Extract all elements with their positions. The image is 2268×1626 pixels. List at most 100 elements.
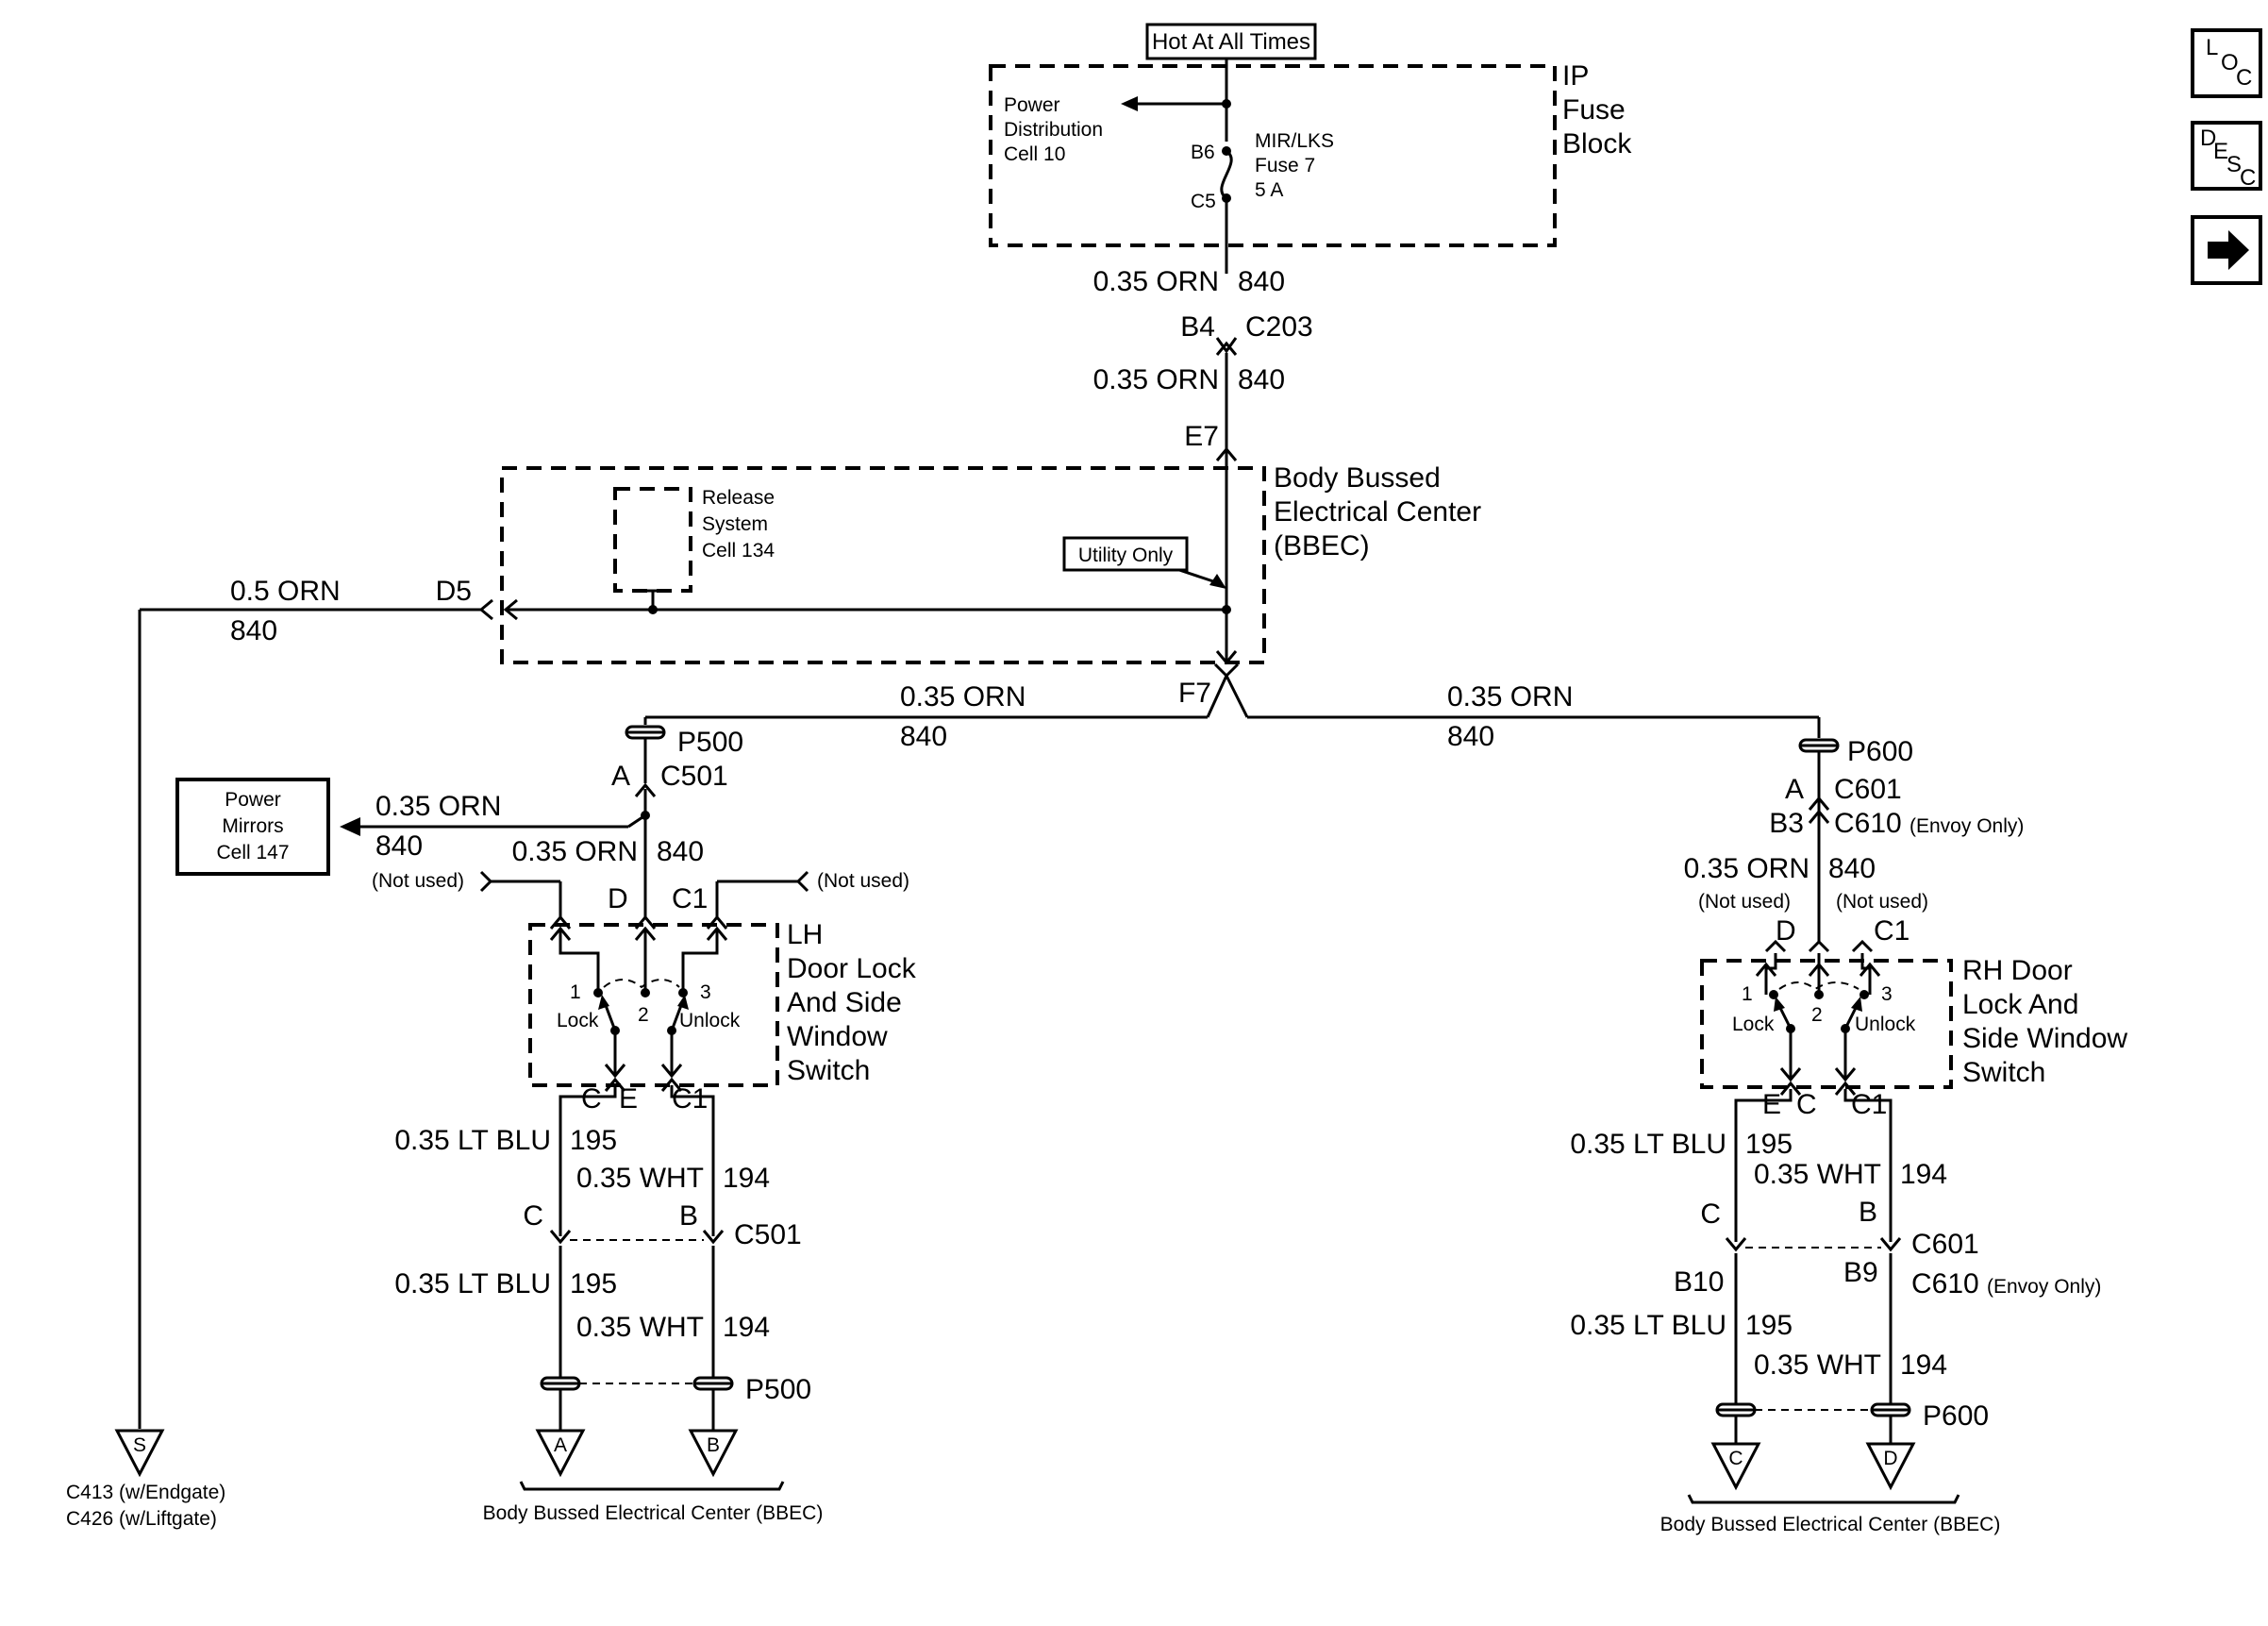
svg-text:A: A: [611, 761, 630, 792]
lh-pin-c1: C1: [672, 883, 708, 914]
rh-switch-feed-wire: 0.35 ORN 840: [1684, 853, 1876, 884]
svg-text:Side Window: Side Window: [1962, 1023, 2127, 1054]
rh-pin-d: D: [1776, 915, 1796, 947]
rh-unlock-label: Unlock: [1855, 1014, 1916, 1035]
svg-text:System: System: [702, 513, 768, 535]
ip-fuse-block-outline: [989, 64, 1557, 247]
loc-letter-c: C: [2236, 65, 2252, 91]
svg-text:Utility Only: Utility Only: [1078, 545, 1174, 566]
lh-connector-c501-top: A C501: [611, 761, 728, 797]
svg-text:Fuse: Fuse: [1562, 94, 1626, 126]
desc-letter-c: C: [2240, 165, 2256, 191]
svg-text:P500: P500: [677, 727, 743, 758]
svg-text:0.5 ORN: 0.5 ORN: [230, 576, 341, 607]
svg-text:Release: Release: [702, 487, 775, 509]
rh-bbec-label: Body Bussed Electrical Center (BBEC): [1660, 1514, 2001, 1535]
lh-bbec-label: Body Bussed Electrical Center (BBEC): [483, 1502, 824, 1524]
arrow-right-icon: [2208, 230, 2249, 270]
rh-not-used-left: (Not used): [1698, 891, 1791, 913]
lh-pin-bottom-c: C: [581, 1083, 602, 1115]
svg-text:A: A: [1785, 774, 1804, 805]
wire-840-segment-1: 0.35 ORN 840: [1093, 266, 1285, 297]
utility-only-label: Utility Only: [1062, 536, 1226, 589]
power-distribution-reference: Power Distribution Cell 10: [1004, 94, 1226, 165]
svg-text:C610: C610: [1834, 808, 1902, 839]
svg-text:0.35 WHT: 0.35 WHT: [576, 1312, 704, 1343]
svg-text:1: 1: [570, 981, 581, 1003]
svg-text:Lock And: Lock And: [1962, 989, 2078, 1020]
svg-text:0.35 WHT: 0.35 WHT: [1754, 1349, 1881, 1381]
svg-text:Cell 10: Cell 10: [1004, 143, 1065, 165]
rh-not-used-right: (Not used): [1836, 891, 1928, 913]
svg-text:840: 840: [900, 721, 947, 752]
lh-switch-title: LH Door Lock And Side Window Switch: [787, 919, 917, 1086]
lh-wire-195-upper: 0.35 LT BLU 195: [394, 1125, 617, 1156]
svg-text:Power: Power: [225, 789, 281, 811]
ground-s-symbol: S C413 (w/Endgate) C426 (w/Liftgate): [66, 1429, 225, 1530]
svg-text:0.35 ORN: 0.35 ORN: [512, 836, 638, 867]
rh-wire-840-top: 0.35 ORN 840: [1447, 681, 1573, 752]
svg-text:C610: C610: [1911, 1268, 1979, 1299]
svg-text:Fuse 7: Fuse 7: [1255, 155, 1315, 176]
svg-text:Mirrors: Mirrors: [222, 815, 283, 837]
lh-ground-a: A: [535, 1429, 586, 1478]
lh-pin-bottom-c1: C1: [672, 1083, 708, 1115]
svg-text:5 A: 5 A: [1255, 179, 1283, 201]
svg-text:C501: C501: [734, 1219, 802, 1250]
svg-text:194: 194: [723, 1312, 770, 1343]
svg-text:C413 (w/Endgate): C413 (w/Endgate): [66, 1482, 225, 1503]
rh-connector-c601-c610-top: A C601 B3 C610 (Envoy Only): [1769, 774, 2024, 839]
svg-text:(Envoy Only): (Envoy Only): [1909, 815, 2024, 837]
svg-text:LH: LH: [787, 919, 823, 950]
connector-c203: B4 C203: [1180, 311, 1313, 356]
svg-text:(BBEC): (BBEC): [1274, 530, 1370, 562]
next-button[interactable]: [2191, 215, 2262, 285]
svg-text:840: 840: [1238, 266, 1285, 297]
svg-text:0.35 LT BLU: 0.35 LT BLU: [1570, 1310, 1726, 1341]
svg-text:0.35 LT BLU: 0.35 LT BLU: [394, 1268, 551, 1299]
svg-text:195: 195: [1745, 1310, 1793, 1341]
bbec-title: Body Bussed Electrical Center (BBEC): [1274, 462, 1481, 562]
svg-text:1: 1: [1742, 983, 1753, 1005]
lh-splice-p500-bottom: P500: [540, 1374, 811, 1405]
rh-splice-p600-top: P600: [1798, 736, 1913, 767]
rh-pin-bottom-c: C: [1796, 1089, 1817, 1120]
svg-text:195: 195: [1745, 1129, 1793, 1160]
svg-text:MIR/LKS: MIR/LKS: [1255, 130, 1334, 152]
svg-text:840: 840: [1828, 853, 1876, 884]
svg-text:Cell 134: Cell 134: [702, 540, 775, 562]
svg-text:P600: P600: [1847, 736, 1913, 767]
lh-wire-195-lower: 0.35 LT BLU 195: [394, 1268, 617, 1299]
wire-840-segment-2: 0.35 ORN 840: [1093, 364, 1285, 395]
svg-text:Door Lock: Door Lock: [787, 953, 917, 984]
svg-text:Power: Power: [1004, 94, 1060, 116]
desc-button[interactable]: D E S C: [2191, 121, 2262, 191]
svg-text:P500: P500: [745, 1374, 811, 1405]
svg-text:194: 194: [723, 1163, 770, 1194]
svg-text:2: 2: [1811, 1004, 1823, 1026]
loc-button[interactable]: L O C: [2191, 28, 2262, 98]
rh-wire-195-upper: 0.35 LT BLU 195: [1570, 1129, 1793, 1160]
rh-pin-c1: C1: [1874, 915, 1909, 947]
rh-wire-194-upper: 0.35 WHT 194: [1754, 1159, 1947, 1190]
pin-b6: B6: [1191, 142, 1215, 163]
svg-text:B3: B3: [1769, 808, 1804, 839]
pin-d5: D5: [436, 576, 472, 607]
bbec-outline: [500, 466, 1266, 664]
svg-text:Switch: Switch: [1962, 1057, 2045, 1088]
lh-mirror-wire: 0.35 ORN 840: [375, 791, 501, 862]
release-system-reference: Release System Cell 134: [613, 487, 775, 614]
svg-text:0.35 ORN: 0.35 ORN: [375, 791, 501, 822]
svg-text:B: B: [1859, 1197, 1877, 1228]
svg-text:0.35 ORN: 0.35 ORN: [1684, 853, 1809, 884]
lh-wire-194-upper: 0.35 WHT 194: [576, 1163, 770, 1194]
hot-at-all-times-label: Hot At All Times: [1152, 29, 1310, 55]
svg-text:C: C: [1700, 1199, 1721, 1230]
lh-switch-contacts: 1 2 3 Lock Unlock: [549, 926, 741, 1079]
svg-text:195: 195: [570, 1268, 617, 1299]
hot-at-all-times-box: Hot At All Times: [1145, 23, 1317, 60]
svg-text:194: 194: [1900, 1159, 1947, 1190]
lh-connector-c501-bottom: C B C501: [523, 1200, 801, 1250]
svg-text:0.35 ORN: 0.35 ORN: [1093, 364, 1219, 395]
